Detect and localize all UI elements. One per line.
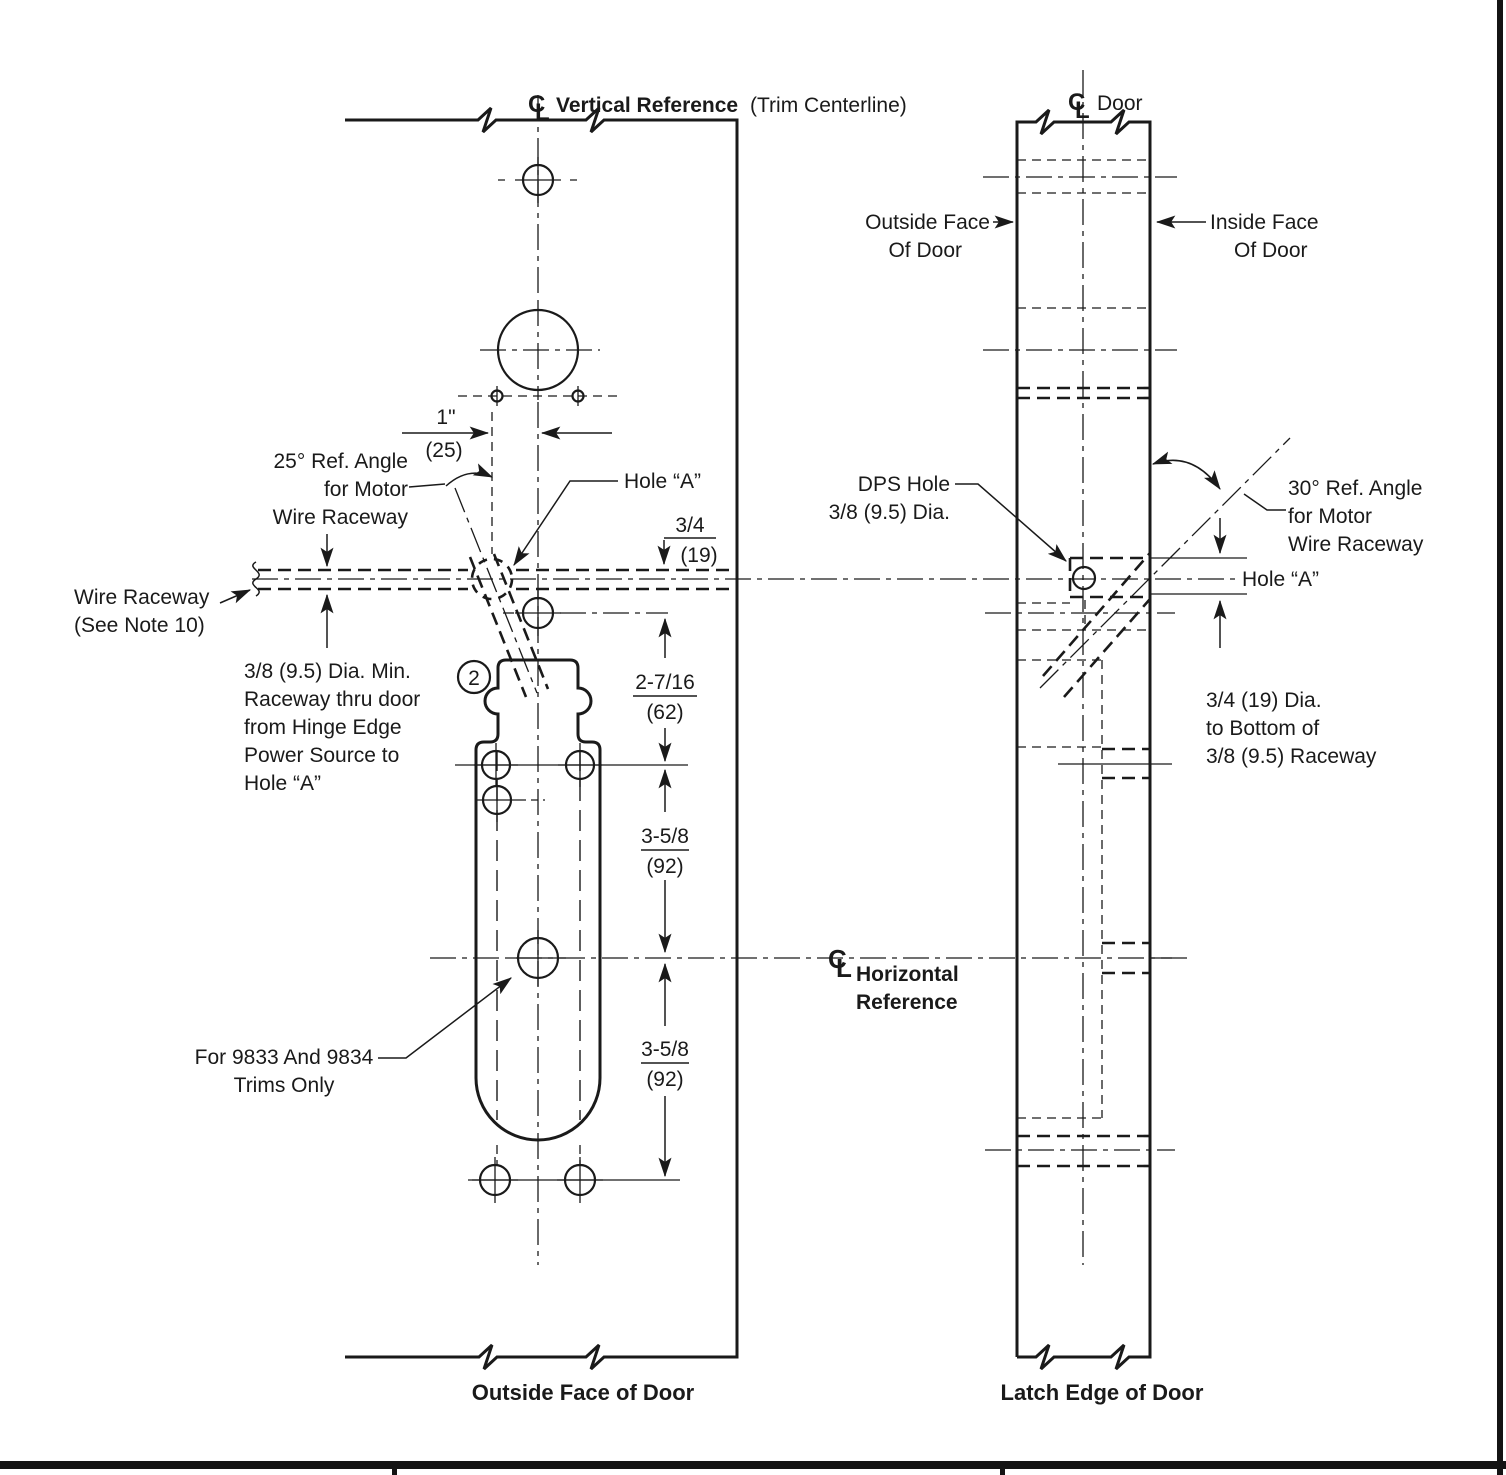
hole-a [470, 557, 514, 601]
dimensions [219, 215, 1286, 1178]
raceway-note: Power Source to [244, 744, 399, 767]
wire-raceway-note: (See Note 10) [74, 614, 205, 637]
dim-3-5-8: 3-5/8 [641, 1038, 689, 1061]
page-right-border [1497, 0, 1503, 1475]
centerline-symbol: C [1068, 89, 1085, 116]
centerline-symbol: L [836, 953, 852, 983]
angle-25-note: 25° Ref. Angle [274, 450, 409, 473]
outside-face-label: Of Door [888, 239, 962, 262]
wire-raceway-band [252, 561, 737, 597]
raceway-note: from Hinge Edge [244, 716, 402, 739]
door-face-outline [345, 106, 739, 1371]
angle-25-arc [445, 463, 494, 487]
hole-a-label: Hole “A” [624, 470, 701, 493]
dim-3-5-8-mm: (92) [646, 855, 683, 878]
raceway-bottom-note: 3/8 (9.5) Raceway [1206, 745, 1377, 768]
edge-view-caption: Latch Edge of Door [1001, 1380, 1204, 1405]
dim-2-7-16: 2-7/16 [635, 671, 695, 694]
face-view-caption: Outside Face of Door [472, 1380, 695, 1405]
raceway-note: 3/8 (9.5) Dia. Min. [244, 660, 411, 683]
dim-2-7-16-mm: (62) [646, 701, 683, 724]
hole-a-label: Hole “A” [1242, 568, 1319, 591]
centerline-symbol: L [1075, 97, 1090, 124]
raceway-25deg-lines [454, 412, 550, 698]
outside-face-label: Outside Face [865, 211, 990, 234]
trims-note: Trims Only [234, 1074, 335, 1097]
raceway-25deg-centerline [454, 487, 538, 694]
inside-face-label: Inside Face [1210, 211, 1319, 234]
dim-1in-mm: (25) [425, 439, 462, 462]
raceway-note: Raceway thru door [244, 688, 420, 711]
raceway-bottom-note: 3/4 (19) Dia. [1206, 689, 1322, 712]
horizontal-reference-label: Horizontal [856, 963, 959, 986]
table-column-tick [392, 1469, 397, 1475]
centerline-symbol: C [828, 944, 847, 974]
raceway-30deg-centerline [1039, 437, 1291, 689]
angle-25-note: for Motor [324, 478, 408, 501]
dim-3-4: 3/4 [675, 514, 705, 537]
trim-centerline-label: (Trim Centerline) [750, 94, 907, 117]
labels: C L Vertical Reference (Trim Centerline)… [74, 89, 1424, 1405]
break-squiggle [252, 561, 260, 597]
raceway-note: Hole “A” [244, 772, 321, 795]
angle-25-note: Wire Raceway [273, 506, 409, 529]
dps-hole-label: DPS Hole [858, 473, 950, 496]
angle-30-arc [1151, 451, 1221, 490]
trims-note: For 9833 And 9834 [195, 1046, 374, 1069]
dps-hole [1071, 565, 1097, 591]
angle-30-note: 30° Ref. Angle [1288, 477, 1423, 500]
edge-view-hidden-lines [983, 159, 1291, 1168]
dim-3-5-8: 3-5/8 [641, 825, 689, 848]
angle-30-note: for Motor [1288, 505, 1372, 528]
raceway-bottom-note: to Bottom of [1206, 717, 1319, 740]
vertical-reference-label: Vertical Reference [556, 94, 738, 117]
door-edge-holes [1071, 565, 1097, 591]
dim-3-4-mm: (19) [680, 544, 717, 567]
inside-face-label: Of Door [1234, 239, 1308, 262]
centerline-symbol: L [535, 99, 550, 126]
dim-3-5-8-mm: (92) [646, 1068, 683, 1091]
dim-1in: 1" [436, 406, 455, 429]
door-centerline-label: Door [1097, 92, 1143, 115]
table-column-tick [1000, 1469, 1005, 1475]
dps-hole-label: 3/8 (9.5) Dia. [829, 501, 950, 524]
angle-30-note: Wire Raceway [1288, 533, 1424, 556]
callout-2-circle [456, 659, 492, 695]
horizontal-reference-label: Reference [856, 991, 958, 1014]
door-face-holes [455, 157, 688, 1203]
door-edge-outline [1015, 108, 1152, 1371]
centerline-symbol: C [528, 91, 545, 118]
table-top-rule [0, 1461, 1506, 1469]
callout-2: 2 [468, 667, 480, 690]
wire-raceway-label: Wire Raceway [74, 586, 210, 609]
